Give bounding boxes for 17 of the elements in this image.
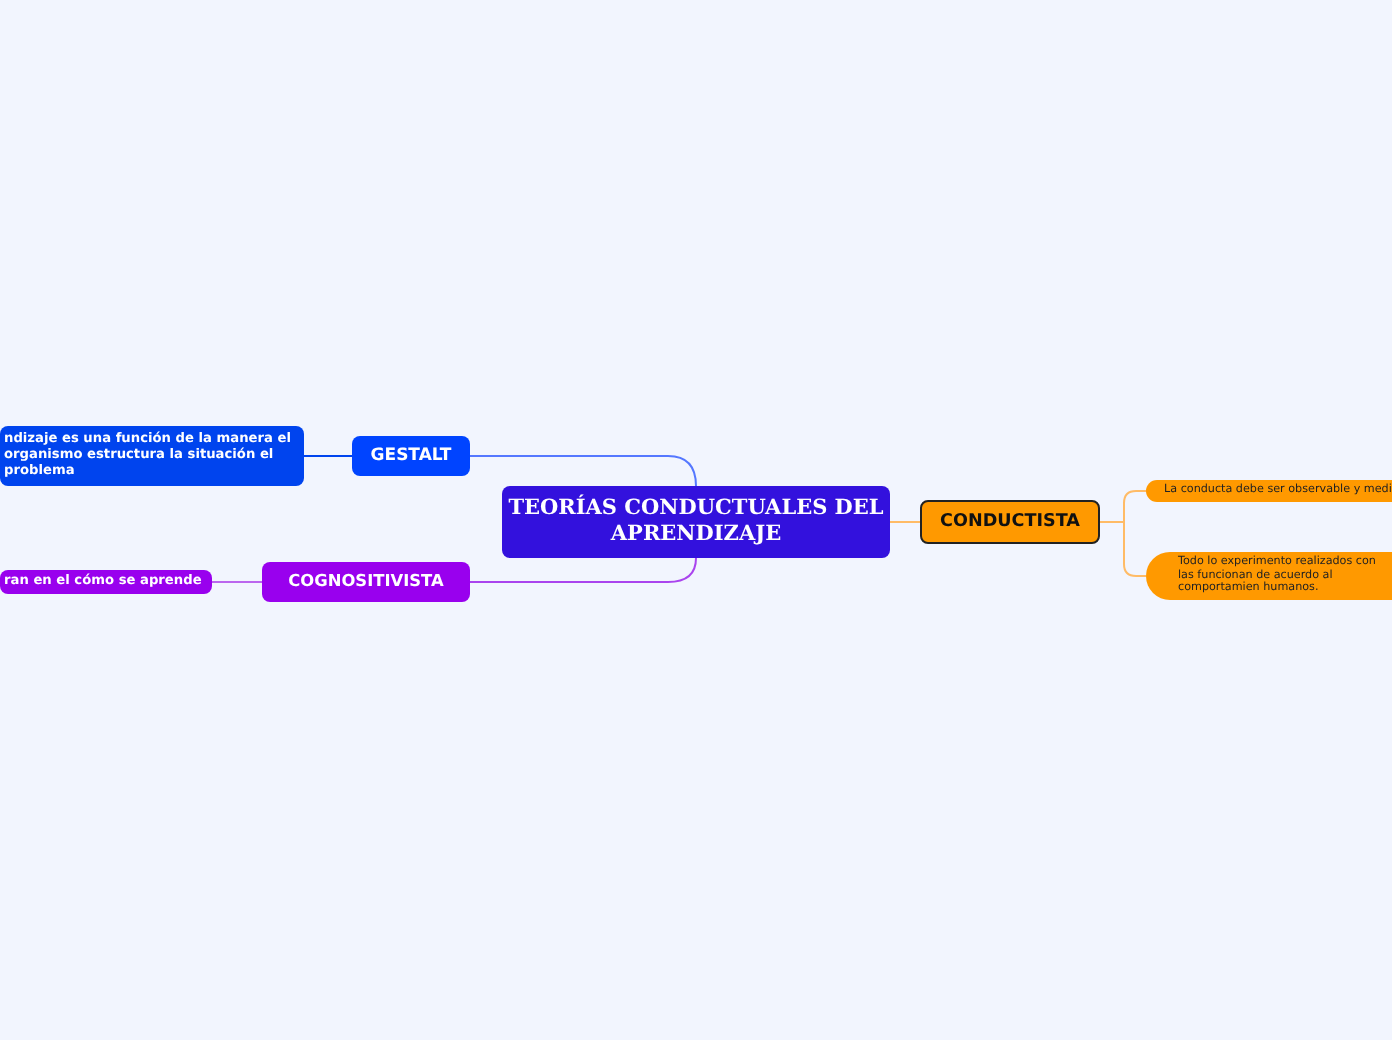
topic-text: GESTALT [370, 445, 452, 467]
topic-box [262, 562, 470, 602]
connector-line [211, 581, 263, 583]
topic-box [0, 570, 212, 594]
connector-line [469, 557, 697, 583]
topic-box [352, 436, 470, 476]
topic-box [920, 500, 1100, 544]
connector-line [303, 455, 353, 457]
topic-box [502, 486, 890, 558]
connector-line [889, 521, 921, 523]
topic-box [1146, 480, 1392, 502]
topic-text: COGNOSITIVISTA [288, 572, 444, 592]
topic-text: CONDUCTISTA [940, 511, 1080, 533]
topic-box [0, 426, 304, 486]
connector-line [469, 455, 697, 487]
topic-box [1146, 552, 1392, 600]
topic-text: TEORÍAS CONDUCTUALES DEL APRENDIZAJE [506, 496, 886, 548]
